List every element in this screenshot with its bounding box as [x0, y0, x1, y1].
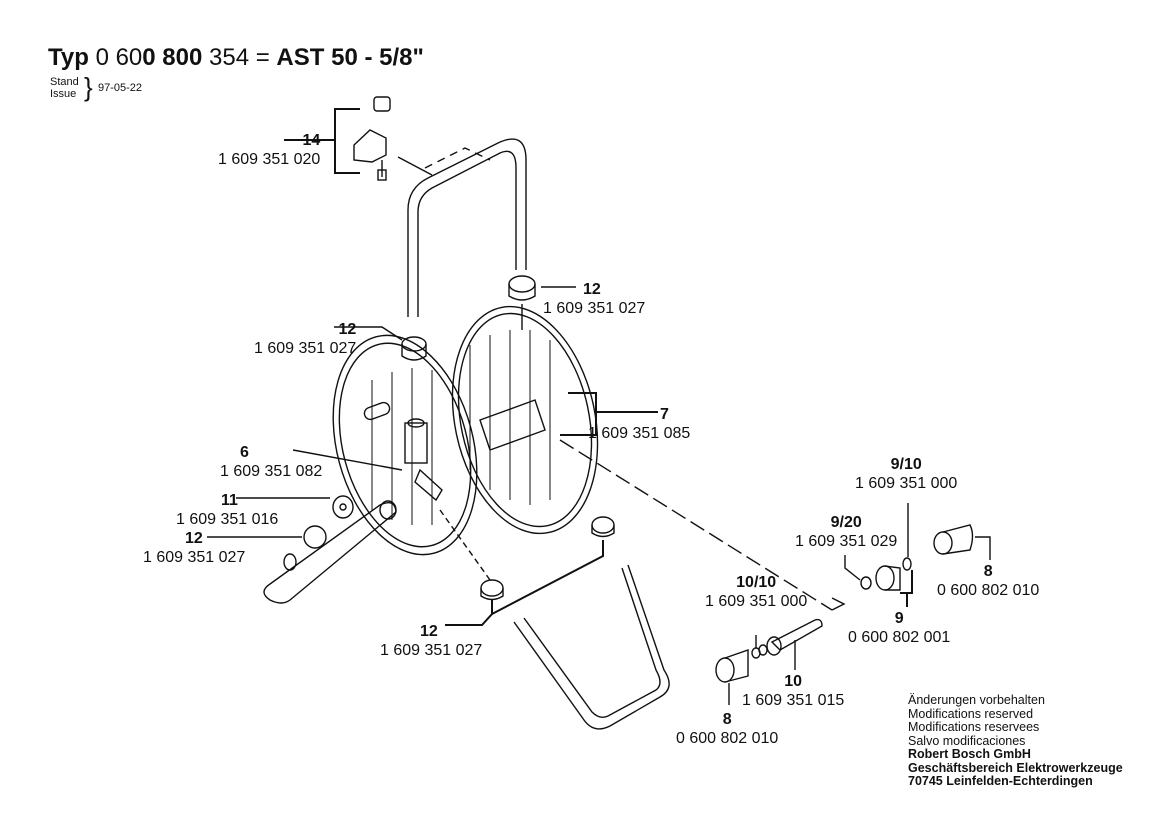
- stand-label: Stand: [50, 76, 79, 88]
- reel-front-disk-icon: [332, 334, 478, 556]
- part-label-6: 6 1 609 351 082: [220, 444, 323, 480]
- coupling-10-icon: [751, 618, 823, 670]
- model-name: AST 50 - 5/8": [276, 44, 424, 71]
- part-label-7: 7 1 609 351 085: [588, 406, 691, 442]
- part-label-9-20: 9/20 1 609 351 029: [795, 514, 898, 550]
- part-label-10-10: 10/10 1 609 351 000: [705, 574, 808, 610]
- part-label-10: 10 1 609 351 015: [742, 673, 845, 709]
- brace-icon: }: [84, 72, 93, 102]
- nut-bottom-right-icon: [591, 516, 615, 534]
- footer-notes: Änderungen vorbehalten Modifications res…: [908, 693, 1123, 789]
- top-handle-icon: [397, 138, 527, 317]
- part-label-9-10: 9/10 1 609 351 000: [855, 456, 958, 492]
- reel-back-disk-icon: [451, 305, 599, 535]
- typ-label: Typ: [48, 44, 89, 71]
- coupling-8-right-icon: [933, 524, 991, 560]
- note-german: Änderungen vorbehalten: [908, 693, 1045, 707]
- part-label-8-bottom: 8 0 600 802 010: [676, 711, 779, 747]
- nut-bottom-left-icon: [480, 579, 504, 597]
- part-label-8-right: 8 0 600 802 010: [937, 563, 1040, 599]
- note-french: Modifications reservees: [908, 720, 1040, 734]
- issue-label: Issue: [50, 88, 77, 100]
- company-address: 70745 Leinfelden-Echterdingen: [908, 774, 1093, 788]
- part-label-12-bottom: 12 1 609 351 027: [380, 623, 483, 659]
- nut-left-icon: [303, 525, 327, 549]
- part-label-11: 11 1 609 351 016: [176, 492, 279, 528]
- part-label-12-left: 12 1 609 351 027: [143, 530, 246, 566]
- page-title: Typ 0 600 800 354 = AST 50 - 5/8": [48, 44, 424, 72]
- coupling-8-bottom-icon: [715, 649, 749, 705]
- company-division: Geschäftsbereich Elektrowerkzeuge: [908, 760, 1123, 775]
- part-label-12-top-right: 12 1 609 351 027: [543, 281, 646, 317]
- part-label-9: 9 0 600 802 001: [848, 610, 951, 646]
- typ-number-part-a: 0 60: [95, 44, 143, 71]
- typ-number-part-b: 0 800: [142, 44, 203, 71]
- nut-11-icon: [332, 495, 354, 519]
- issue-block: Stand Issue } 97-05-22: [50, 74, 142, 100]
- bracket-14-icon: [284, 96, 391, 181]
- note-spanish: Salvo modificaciones: [908, 733, 1026, 748]
- note-english: Modifications reserved: [908, 706, 1034, 721]
- issue-date: 97-05-22: [98, 82, 143, 94]
- typ-number-part-c: 354 =: [202, 44, 270, 71]
- coupling-9-icon: [831, 503, 913, 611]
- company-name: Robert Bosch GmbH: [908, 747, 1031, 761]
- bottom-frame-icon: [513, 564, 670, 730]
- part-label-12-top-left: 12 1 609 351 027: [254, 321, 357, 357]
- part-label-14: 14 1 609 351 020: [218, 132, 321, 168]
